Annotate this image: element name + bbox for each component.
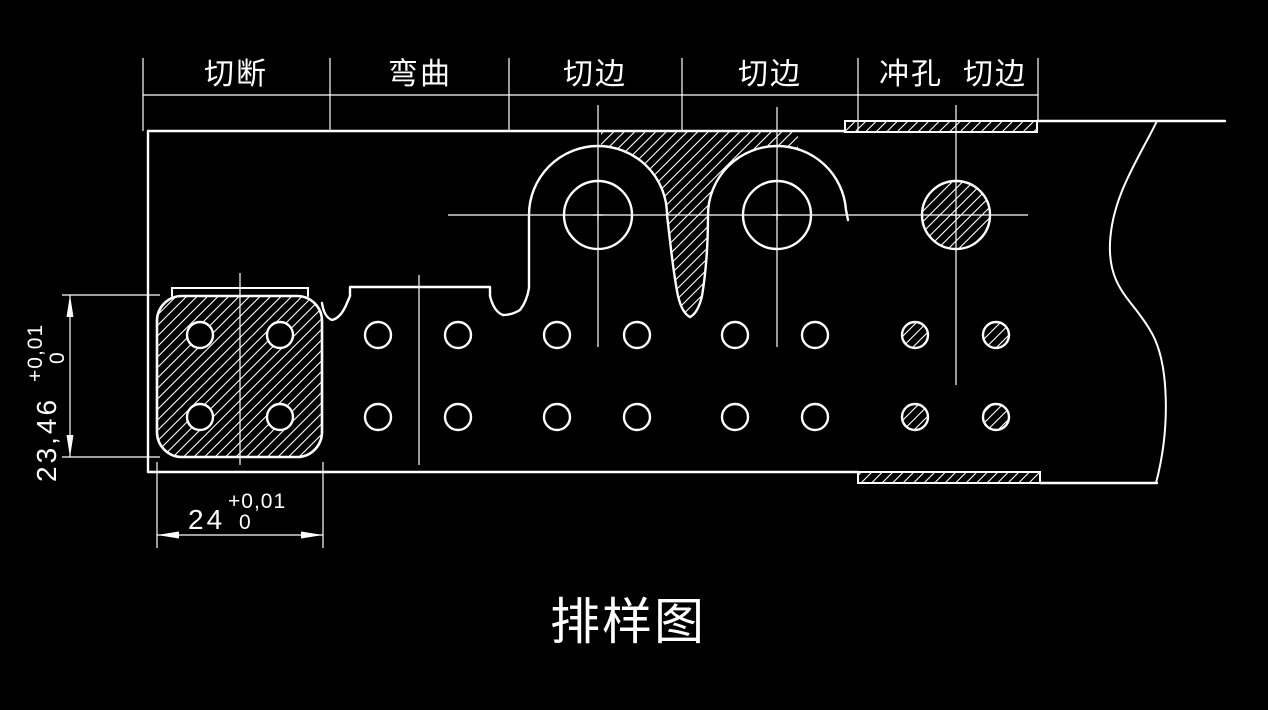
- break-line: [1108, 120, 1167, 484]
- dim-height-value: 23,46: [31, 397, 62, 482]
- station-label-trim2: 切边: [738, 58, 802, 91]
- strip-outline: [146, 119, 1227, 485]
- arch-cutout-1: [527, 144, 692, 319]
- station-dividers: [142, 58, 1039, 131]
- station-label-bend: 弯曲: [388, 58, 452, 91]
- part-blank: [155, 287, 324, 459]
- arch-cutout-2: [688, 144, 850, 319]
- dimension-height: 23,46 +0,01 0: [24, 294, 160, 482]
- dim-width-tol-lower: 0: [239, 511, 252, 534]
- station-label-cutoff: 切断: [204, 58, 268, 91]
- pilot-circle-1: [562, 179, 634, 251]
- small-holes-punched: [900, 320, 1011, 432]
- station-labels: 切断 弯曲 切边 切边 冲孔 切边: [204, 58, 1027, 91]
- dim-width-tol-upper: +0,01: [228, 490, 286, 513]
- pilot-circle-2: [741, 179, 813, 251]
- station-label-trim1: 切边: [563, 58, 627, 91]
- pilot-circle-3-punched: [920, 179, 992, 251]
- dim-height-tol-lower: 0: [46, 351, 69, 364]
- edge-trim-band-top: [844, 120, 1038, 133]
- edge-trim-band-bottom: [857, 471, 1041, 484]
- drawing-title: 排样图: [550, 594, 706, 650]
- small-holes: [363, 320, 830, 432]
- web-scrap-hatch: [601, 131, 798, 317]
- station-label-trim3: 切边: [963, 58, 1027, 91]
- dim-width-value: 24: [188, 504, 225, 535]
- dim-height-tol-upper: +0,01: [24, 324, 47, 382]
- station-label-pierce: 冲孔: [879, 58, 943, 91]
- bend-part-profile: [320, 213, 531, 322]
- dimension-width: 24 +0,01 0: [156, 462, 324, 548]
